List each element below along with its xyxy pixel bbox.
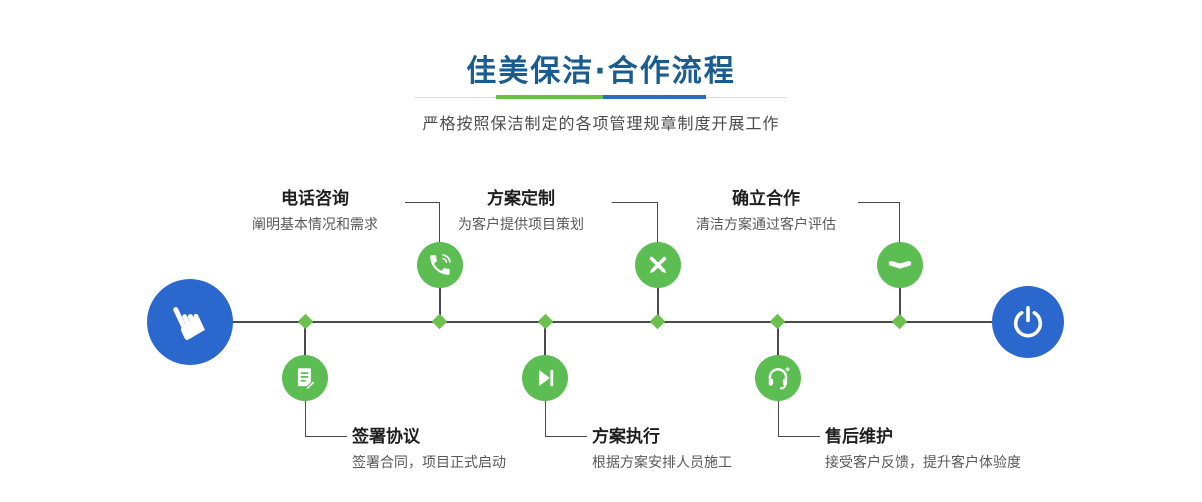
timeline-node-diamond [891, 313, 908, 330]
timeline-node-diamond [537, 313, 554, 330]
pointing-hand-icon: ☛ [154, 288, 224, 352]
connector-stub [657, 287, 659, 322]
step-desc: 阐明基本情况和需求 [252, 217, 378, 233]
step-phone-consult: 电话咨询 阐明基本情况和需求 [225, 188, 405, 234]
page-subtitle: 严格按照保洁制定的各项管理规章制度开展工作 [422, 114, 780, 133]
handshake-icon [887, 252, 913, 278]
connector-stub [777, 322, 779, 356]
title-divider-green [496, 95, 603, 99]
step-title: 方案定制 [487, 189, 555, 209]
connector-stub [304, 322, 306, 356]
timeline-line [190, 321, 1028, 323]
play-next-icon [532, 365, 558, 391]
step-plan-execute: 方案执行 根据方案安排人员施工 [592, 426, 802, 472]
step-circle-execute [522, 355, 568, 401]
title-divider-blue [603, 95, 706, 99]
step-circle-phone [417, 242, 463, 288]
step-desc: 根据方案安排人员施工 [592, 455, 732, 471]
label-connector [545, 400, 587, 437]
step-plan-customize: 方案定制 为客户提供项目策划 [430, 188, 612, 234]
step-circle-design [635, 242, 681, 288]
step-establish-cooperation: 确立合作 清洁方案通过客户评估 [672, 188, 860, 234]
step-circle-handshake [877, 242, 923, 288]
connector-stub [899, 287, 901, 322]
step-aftersales-maintenance: 售后维护 接受客户反馈，提升客户体验度 [825, 426, 1065, 472]
step-title: 签署协议 [352, 427, 420, 447]
connector-stub [544, 322, 546, 356]
step-desc: 为客户提供项目策划 [458, 217, 584, 233]
label-connector [405, 202, 440, 243]
power-icon [1010, 304, 1046, 340]
step-title: 电话咨询 [281, 189, 349, 209]
step-desc: 接受客户反馈，提升客户体验度 [825, 455, 1021, 471]
label-connector [612, 202, 658, 243]
timeline-end-node [992, 286, 1064, 358]
connector-stub [439, 287, 441, 322]
page-title: 佳美保洁·合作流程 [466, 54, 736, 89]
step-sign-agreement: 签署协议 签署合同，项目正式启动 [352, 426, 562, 472]
phone-icon [427, 252, 453, 278]
label-connector [778, 400, 820, 437]
step-title: 确立合作 [732, 189, 800, 209]
label-connector [305, 400, 347, 437]
timeline-node-diamond [649, 313, 666, 330]
step-circle-aftersales [755, 355, 801, 401]
timeline-start-node: ☛ [147, 279, 233, 365]
step-title: 方案执行 [592, 427, 660, 447]
timeline-node-diamond [297, 313, 314, 330]
step-circle-contract [282, 355, 328, 401]
headset-icon [765, 365, 791, 391]
step-title: 售后维护 [825, 427, 893, 447]
contract-icon [292, 365, 318, 391]
step-desc: 清洁方案通过客户评估 [696, 217, 836, 233]
step-desc: 签署合同，项目正式启动 [352, 455, 506, 471]
timeline-node-diamond [431, 313, 448, 330]
design-tools-icon [645, 252, 671, 278]
timeline-node-diamond [769, 313, 786, 330]
label-connector [858, 202, 900, 243]
